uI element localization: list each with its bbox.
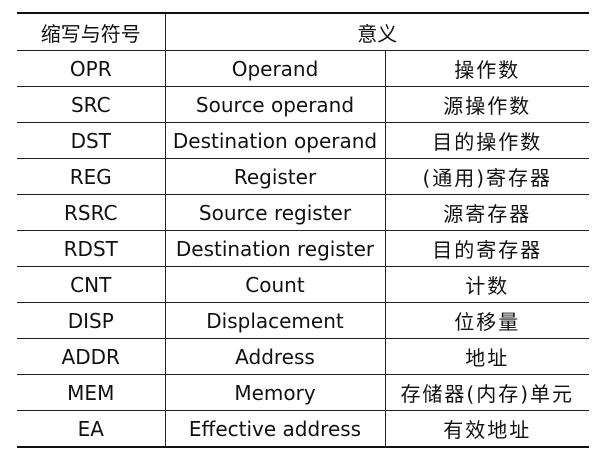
chinese-meaning-cell: 操作数 <box>385 50 589 87</box>
chinese-meaning-cell: 源操作数 <box>385 86 589 123</box>
chinese-meaning-cell: 源寄存器 <box>385 194 589 231</box>
abbr-cell: DISP <box>17 302 166 339</box>
chinese-meaning-cell: 存储器(内存)单元 <box>385 374 589 411</box>
abbr-cell: MEM <box>17 374 166 411</box>
english-meaning-cell: Operand <box>165 50 386 87</box>
header-abbreviation: 缩写与符号 <box>17 12 166 51</box>
abbr-cell: ADDR <box>17 338 166 375</box>
chinese-meaning-cell: 目的寄存器 <box>385 230 589 267</box>
abbr-cell: RSRC <box>17 194 166 231</box>
abbreviation-table: 缩写与符号 意义 OPR Operand 操作数 SRC Source oper… <box>17 12 589 448</box>
table-row: EA Effective address 有效地址 <box>17 410 589 448</box>
abbr-cell: DST <box>17 122 166 159</box>
table-row: CNT Count 计数 <box>17 266 589 303</box>
abbr-cell: OPR <box>17 50 166 87</box>
english-meaning-cell: Source operand <box>165 86 386 123</box>
chinese-meaning-cell: (通用)寄存器 <box>385 158 589 195</box>
english-meaning-cell: Count <box>165 266 386 303</box>
table-row: RDST Destination register 目的寄存器 <box>17 230 589 267</box>
abbr-cell: CNT <box>17 266 166 303</box>
abbreviation-table-container: 缩写与符号 意义 OPR Operand 操作数 SRC Source oper… <box>17 12 589 448</box>
table-row: REG Register (通用)寄存器 <box>17 158 589 195</box>
english-meaning-cell: Address <box>165 338 386 375</box>
abbr-cell: RDST <box>17 230 166 267</box>
table-row: OPR Operand 操作数 <box>17 50 589 87</box>
english-meaning-cell: Displacement <box>165 302 386 339</box>
table-row: DISP Displacement 位移量 <box>17 302 589 339</box>
table-row: RSRC Source register 源寄存器 <box>17 194 589 231</box>
chinese-meaning-cell: 目的操作数 <box>385 122 589 159</box>
chinese-meaning-cell: 有效地址 <box>385 410 589 448</box>
chinese-meaning-cell: 计数 <box>385 266 589 303</box>
abbr-cell: REG <box>17 158 166 195</box>
table-row: SRC Source operand 源操作数 <box>17 86 589 123</box>
table-row: MEM Memory 存储器(内存)单元 <box>17 374 589 411</box>
english-meaning-cell: Effective address <box>165 410 386 448</box>
english-meaning-cell: Destination operand <box>165 122 386 159</box>
table-row: DST Destination operand 目的操作数 <box>17 122 589 159</box>
table-row: ADDR Address 地址 <box>17 338 589 375</box>
header-meaning: 意义 <box>165 12 589 51</box>
english-meaning-cell: Source register <box>165 194 386 231</box>
abbr-cell: EA <box>17 410 166 448</box>
abbr-cell: SRC <box>17 86 166 123</box>
table-header-row: 缩写与符号 意义 <box>17 12 589 51</box>
english-meaning-cell: Destination register <box>165 230 386 267</box>
chinese-meaning-cell: 位移量 <box>385 302 589 339</box>
chinese-meaning-cell: 地址 <box>385 338 589 375</box>
english-meaning-cell: Memory <box>165 374 386 411</box>
english-meaning-cell: Register <box>165 158 386 195</box>
